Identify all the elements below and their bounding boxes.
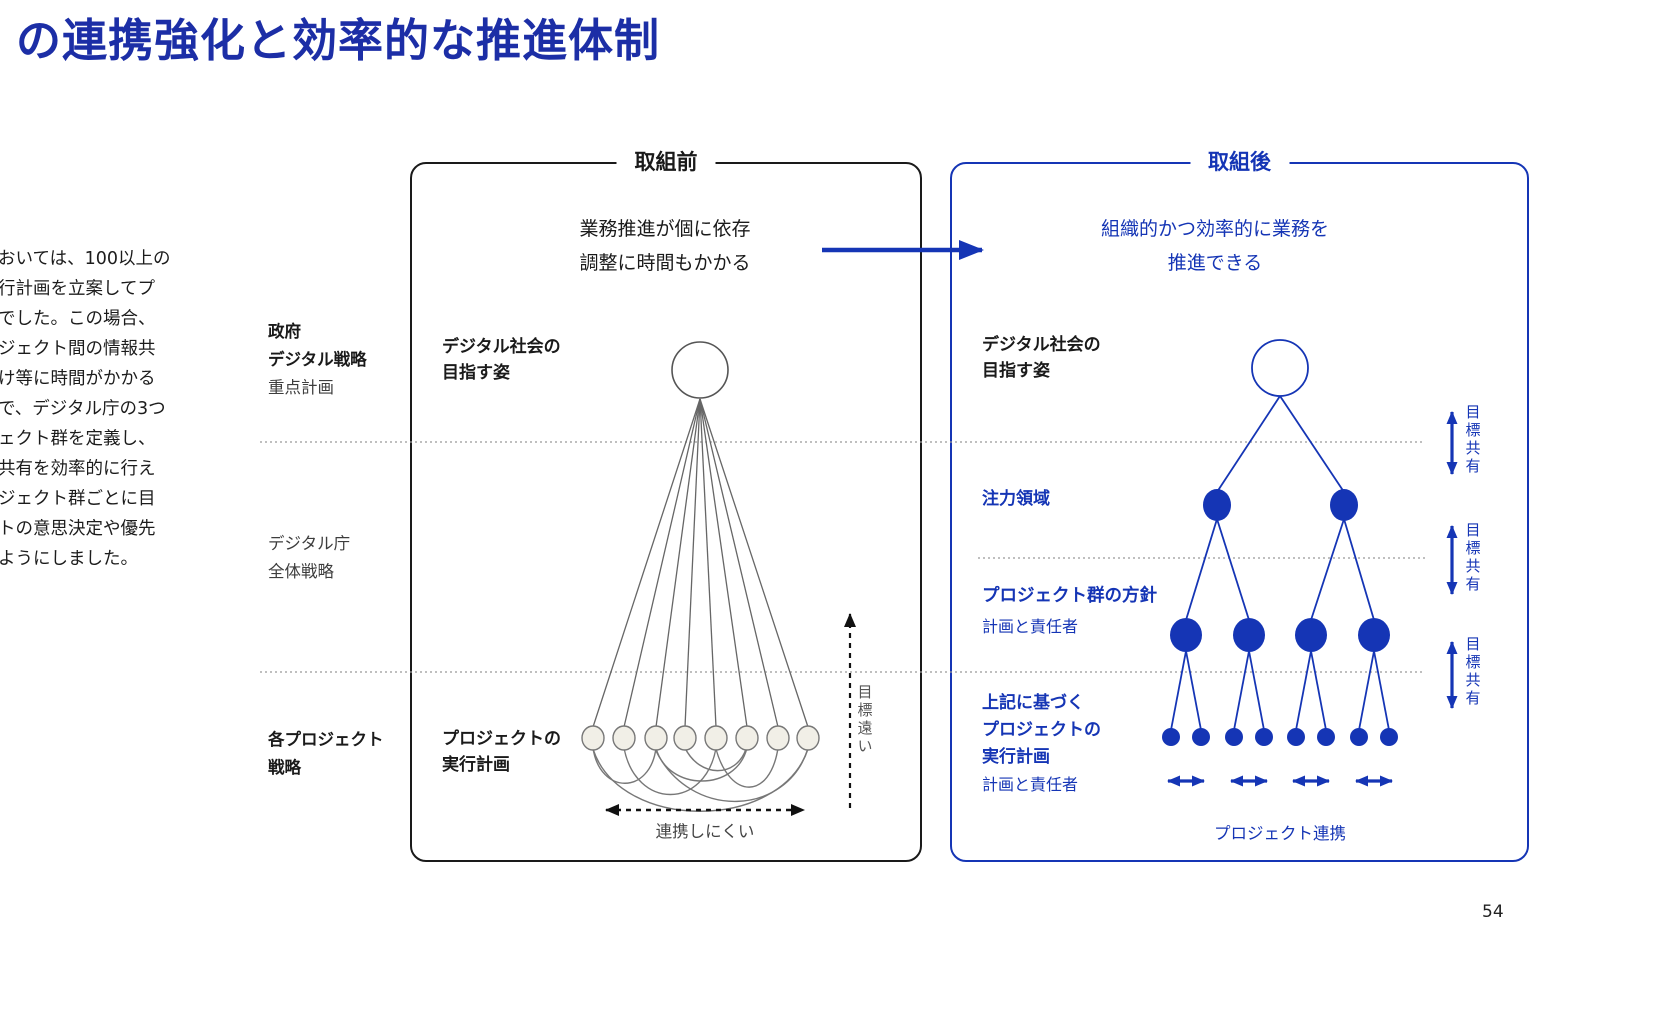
- paragraph-line: ようにしました。: [0, 549, 138, 569]
- row-label-line: デジタル戦略: [268, 350, 367, 369]
- goal-share-label-3: 目標共有: [1463, 636, 1482, 708]
- body-paragraph: おいては、100以上の 行計画を立案してプ でした。この場合、 ジェクト間の情報…: [0, 244, 198, 574]
- paragraph-line: ジェクト間の情報共: [0, 339, 156, 359]
- paragraph-line: で、デジタル庁の3つ: [0, 399, 166, 419]
- before-summary-line: 調整に時間もかかる: [579, 252, 751, 274]
- after-caption: プロジェクト連携: [1214, 824, 1346, 843]
- after-level2-label: 注力領域: [982, 489, 1050, 509]
- row-label-line: デジタル庁: [268, 534, 351, 553]
- after-level1-label: デジタル社会の 目指す姿: [982, 332, 1101, 384]
- after-level4-sub: 計画と責任者: [982, 775, 1079, 794]
- before-panel: 取組前: [410, 146, 922, 862]
- before-bottom-label-line: 実行計画: [442, 755, 510, 775]
- before-summary: 業務推進が個に依存 調整に時間もかかる: [460, 212, 870, 280]
- row-label-government: 政府 デジタル戦略 重点計画: [268, 318, 438, 402]
- before-bottom-label: プロジェクトの 実行計画: [442, 726, 561, 778]
- paragraph-line: け等に時間がかかる: [0, 369, 156, 389]
- row-label-line: 各プロジェクト: [268, 730, 384, 749]
- paragraph-line: 行計画を立案してプ: [0, 279, 155, 299]
- goal-far-label: 目標遠い: [855, 684, 874, 756]
- after-level3-title: プロジェクト群の方針: [982, 586, 1157, 606]
- page-number: 54: [1482, 902, 1504, 922]
- after-summary-line: 推進できる: [1167, 252, 1263, 274]
- after-level4-line: プロジェクトの: [982, 720, 1101, 740]
- row-label-sub: 重点計画: [268, 378, 334, 397]
- paragraph-line: ェクト群を定義し、: [0, 429, 156, 449]
- paragraph-line: トの意思決定や優先: [0, 519, 156, 539]
- goal-share-label-1: 目標共有: [1463, 404, 1482, 476]
- after-level1-line: デジタル社会の: [982, 335, 1101, 355]
- after-panel-header: 取組後: [1190, 146, 1289, 176]
- before-panel-header: 取組前: [616, 146, 716, 176]
- before-caption: 連携しにくい: [655, 822, 755, 841]
- after-level4-label: 上記に基づく プロジェクトの 実行計画: [982, 690, 1101, 771]
- row-label-agency: デジタル庁 全体戦略: [268, 530, 438, 586]
- row-label-line: 全体戦略: [268, 562, 334, 581]
- row-label-line: 戦略: [268, 758, 301, 777]
- after-summary-line: 組織的かつ効率的に業務を: [1100, 218, 1329, 240]
- after-level1-line: 目指す姿: [982, 361, 1050, 381]
- after-panel: 取組後: [950, 146, 1529, 862]
- goal-share-label-2: 目標共有: [1463, 522, 1482, 594]
- before-top-label-line: デジタル社会の: [442, 337, 561, 357]
- page-title: の連携強化と効率的な推進体制: [16, 14, 661, 67]
- after-level4-line: 実行計画: [982, 747, 1050, 767]
- before-top-label-line: 目指す姿: [442, 363, 510, 383]
- paragraph-line: 共有を効率的に行え: [0, 459, 156, 479]
- after-level3-sub: 計画と責任者: [982, 617, 1079, 636]
- after-summary: 組織的かつ効率的に業務を 推進できる: [1000, 212, 1430, 280]
- row-label-line: 政府: [268, 322, 301, 341]
- paragraph-line: ジェクト群ごとに目: [0, 489, 156, 509]
- row-label-project: 各プロジェクト 戦略: [268, 726, 438, 782]
- before-bottom-label-line: プロジェクトの: [442, 729, 561, 749]
- before-top-label: デジタル社会の 目指す姿: [442, 334, 561, 386]
- paragraph-line: おいては、100以上の: [0, 249, 171, 269]
- before-summary-line: 業務推進が個に依存: [579, 218, 751, 240]
- paragraph-line: でした。この場合、: [0, 309, 156, 329]
- after-level4-line: 上記に基づく: [982, 693, 1084, 713]
